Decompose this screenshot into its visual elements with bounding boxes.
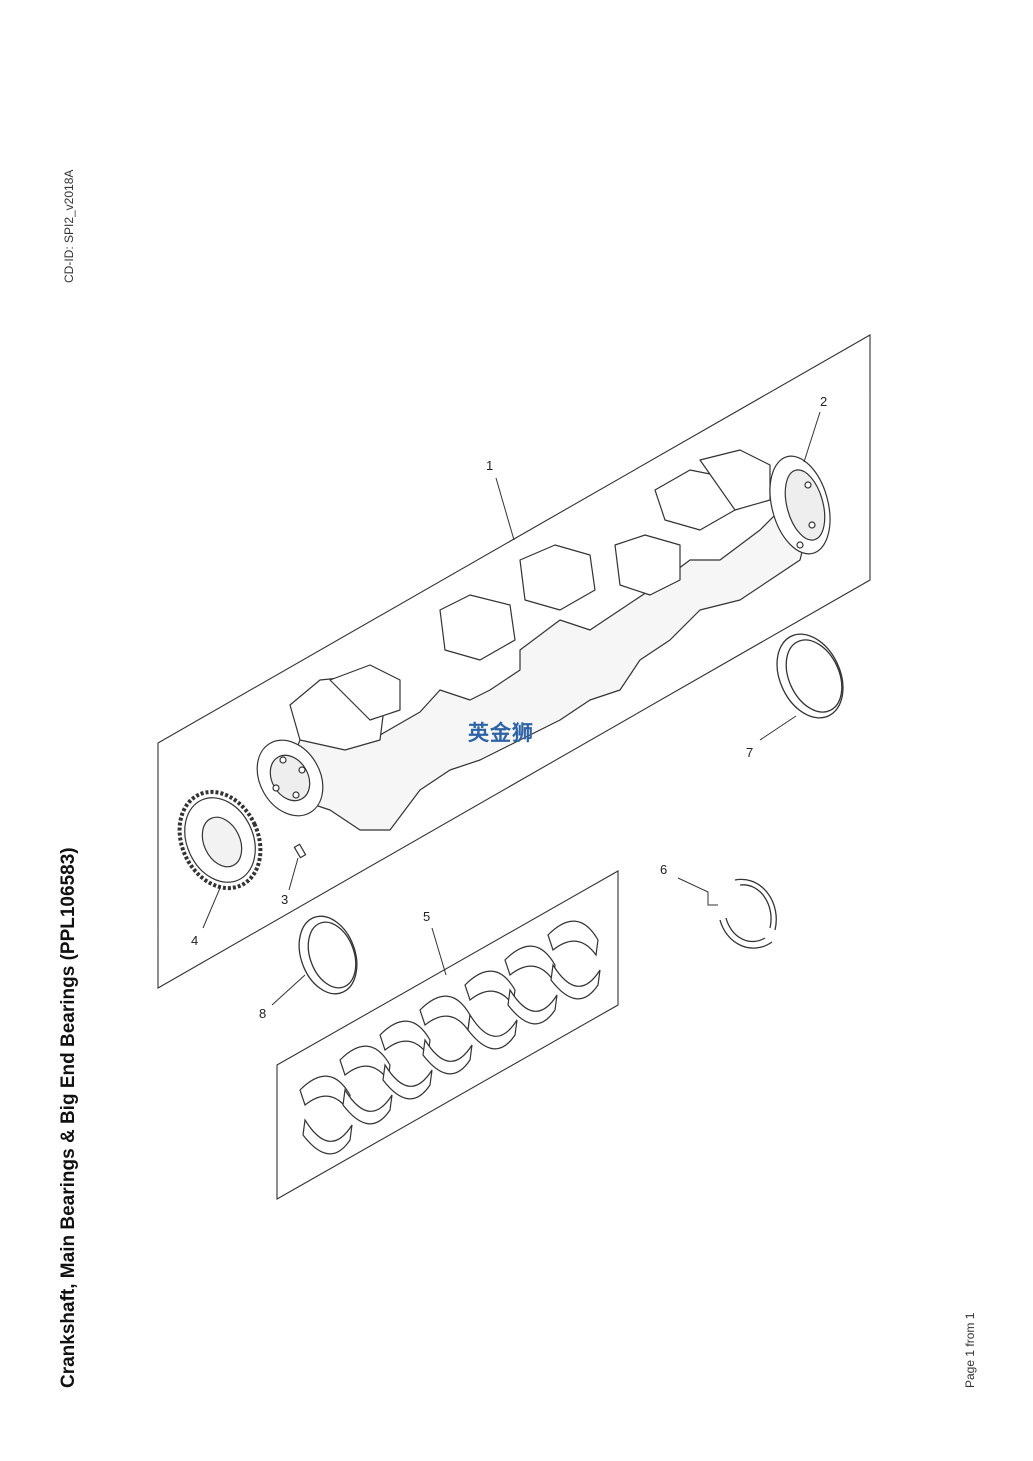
leader-line-2 (803, 411, 821, 463)
leader-line-8 (271, 974, 306, 1006)
crankshaft-panel (157, 334, 871, 989)
crankshaft-gear-illustration (177, 789, 263, 891)
leader-line-5 (431, 927, 447, 976)
callout-4: 4 (191, 933, 198, 948)
bearing-panel (276, 870, 619, 1200)
leader-line-1 (495, 477, 515, 541)
leader-line-4 (202, 887, 221, 929)
callout-1: 1 (486, 458, 493, 473)
bearing-shells-illustration (299, 920, 601, 1155)
pin-illustration (293, 843, 307, 859)
crankshaft-illustration (256, 449, 831, 831)
front-seal-ring-illustration (298, 915, 358, 995)
thrust-washer-illustration (719, 878, 777, 949)
callout-3: 3 (281, 892, 288, 907)
watermark-logo: 英金狮 (468, 721, 534, 745)
leader-line-6 (677, 877, 718, 906)
callout-8: 8 (259, 1006, 266, 1021)
callout-7: 7 (746, 745, 753, 760)
leader-line-3 (288, 857, 299, 891)
callout-5: 5 (423, 909, 430, 924)
leader-line-7 (759, 715, 797, 741)
rear-seal-ring-illustration (776, 633, 844, 719)
callout-6: 6 (660, 862, 667, 877)
callout-2: 2 (820, 394, 827, 409)
